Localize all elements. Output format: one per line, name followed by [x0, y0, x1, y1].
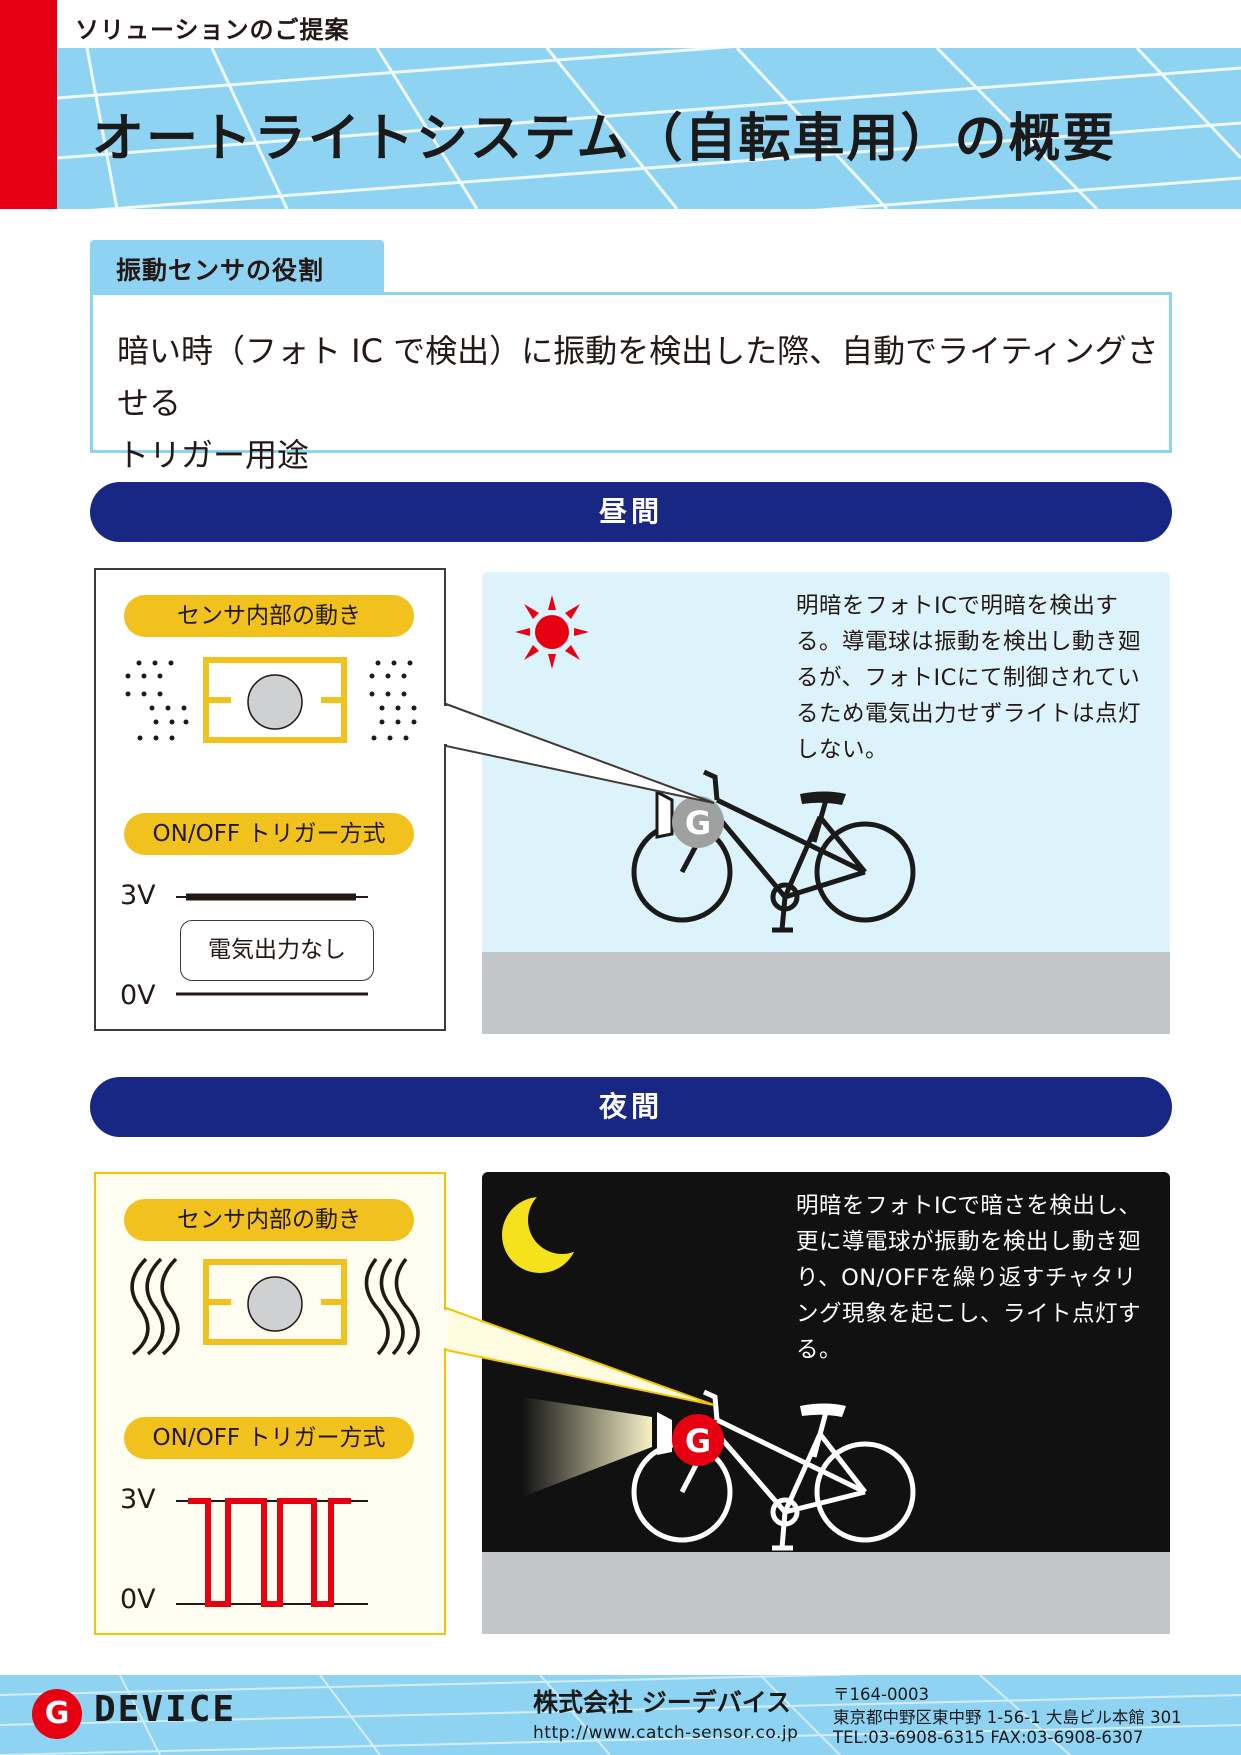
sensor-diagram-waves: [130, 1257, 420, 1356]
headlight-icon: [657, 1412, 672, 1455]
company-name: 株式会社 ジーデバイス: [533, 1688, 791, 1717]
moon-icon: [502, 1186, 596, 1273]
night-description: 明暗をフォトICで暗さを検出し、更に導電球が振動を検出し動き廻り、ON/OFFを…: [796, 1193, 1142, 1363]
ground: [482, 952, 1170, 1034]
sensor-diagram-dots: [125, 657, 417, 743]
night-illustration: G: [502, 1186, 916, 1551]
postal-code: 〒164-0003: [833, 1685, 929, 1704]
label-3v: 3V: [120, 1484, 156, 1515]
sun-icon: [515, 595, 589, 669]
sensor-panel-day: センサ内部の動き ON/OFF トリガー方式 3V 0V: [94, 568, 446, 1031]
pill-sensor-motion: センサ内部の動き: [124, 1199, 414, 1241]
page-title: オートライトシステム（自転車用）の概要: [92, 109, 1117, 169]
pill-sensor-motion: センサ内部の動き: [124, 595, 414, 637]
headlight-icon: [655, 789, 674, 839]
day-description: 明暗をフォトICで明暗を検出する。導電球は振動を検出し動き廻るが、フォトICにて…: [796, 593, 1142, 763]
logo-mark: G: [32, 1689, 82, 1739]
sensor-housing-icon: [203, 1259, 347, 1345]
vibration-waves-right-icon: [364, 1257, 420, 1356]
light-beam: [522, 1397, 652, 1497]
label-3v: 3V: [120, 880, 156, 911]
conductive-ball-icon: [247, 1276, 303, 1332]
address: 東京都中野区東中野 1-56-1 大島ビル本館 301: [833, 1708, 1182, 1727]
role-tab-label: 振動センサの役割: [90, 240, 384, 292]
role-text-line2: トリガー用途: [117, 436, 310, 474]
vibration-dots-right-icon: [369, 660, 417, 741]
bicycle-icon: [631, 769, 916, 933]
bicycle-icon: [631, 1389, 916, 1551]
scene-night: G 明暗をフォトICで暗さを検出し、更に導電球が振動を検出し動き廻り、ON/OF…: [482, 1172, 1170, 1634]
scene-day: G 明暗をフォトICで明暗を検出する。導電球は振動を検出し動き廻るが、フォトIC…: [482, 572, 1170, 1034]
flat-signal-graph: [176, 893, 368, 996]
light-badge-day: [672, 796, 724, 848]
section-bar-day: 昼間: [90, 482, 1172, 542]
ground: [482, 1552, 1170, 1634]
day-illustration: G: [515, 595, 916, 933]
label-0v: 0V: [120, 1584, 156, 1615]
section-bar-night: 夜間: [90, 1077, 1172, 1137]
title-band: [57, 48, 1241, 209]
light-badge-night: [672, 1414, 724, 1466]
sensor-panel-night: センサ内部の動き ON/OFF トリガー方式 3V 0V: [94, 1172, 446, 1635]
company-url[interactable]: http://www.catch-sensor.co.jp: [533, 1723, 799, 1743]
logo-text: DEVICE: [94, 1689, 237, 1730]
grid-pattern: [57, 48, 1241, 209]
header-accent-bar: [0, 0, 57, 209]
chattering-signal-graph: [176, 1498, 368, 1607]
role-text-line1: 暗い時（フォト IC で検出）に振動を検出した際、自動でライティングさせる: [117, 332, 1159, 422]
header-kicker: ソリューションのご提案: [75, 16, 350, 44]
vibration-waves-left-icon: [130, 1257, 180, 1356]
footer: G DEVICE 株式会社 ジーデバイス http://www.catch-se…: [0, 1675, 1241, 1755]
pill-trigger-method: ON/OFF トリガー方式: [124, 813, 414, 855]
vibration-dots-left-icon: [125, 660, 189, 741]
svg-text:G: G: [685, 804, 711, 842]
role-description-box: 暗い時（フォト IC で検出）に振動を検出した際、自動でライティングさせる トリ…: [90, 292, 1172, 474]
sensor-housing-icon: [203, 657, 347, 743]
label-0v: 0V: [120, 980, 156, 1011]
phone-fax: TEL:03-6908-6315 FAX:03-6908-6307: [833, 1728, 1144, 1747]
conductive-ball-icon: [247, 674, 303, 730]
no-output-note: 電気出力なし: [180, 920, 374, 981]
footer-grid-pattern: [0, 1675, 1241, 1755]
svg-text:G: G: [685, 1422, 711, 1460]
pill-trigger-method: ON/OFF トリガー方式: [124, 1417, 414, 1459]
